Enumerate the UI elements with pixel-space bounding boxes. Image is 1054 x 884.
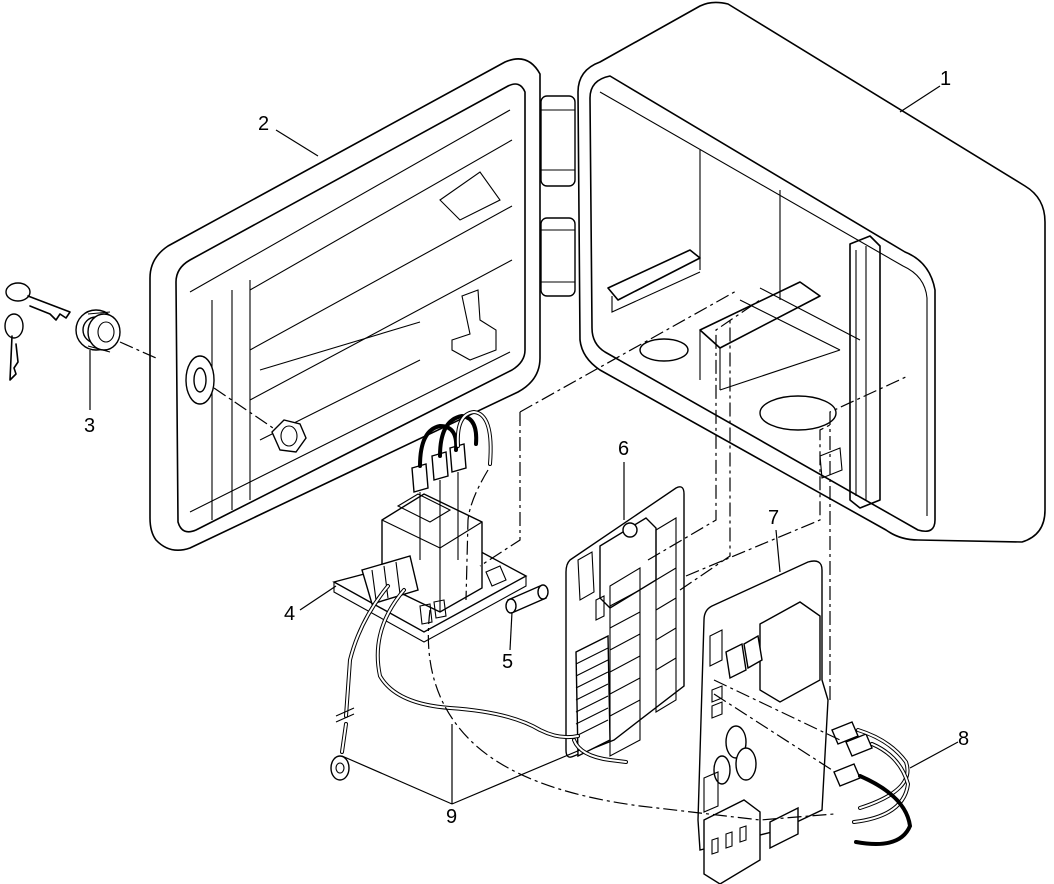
callout-3: 3 bbox=[84, 415, 95, 437]
enclosure-door bbox=[149, 58, 541, 551]
leader-lines bbox=[89, 85, 959, 805]
hinge-upper bbox=[540, 95, 576, 187]
key-lock bbox=[75, 309, 121, 353]
alignment-lines bbox=[427, 289, 909, 821]
callout-8: 8 bbox=[958, 728, 969, 750]
transformer-board bbox=[332, 493, 528, 643]
callout-4: 4 bbox=[284, 603, 295, 625]
ground-wires bbox=[330, 584, 628, 781]
fuse bbox=[505, 584, 549, 614]
callout-1: 1 bbox=[940, 68, 951, 90]
enclosure-body bbox=[577, 1, 1046, 543]
expansion-board bbox=[697, 560, 829, 884]
spade-connectors bbox=[411, 443, 467, 560]
callout-2: 2 bbox=[258, 113, 269, 135]
callout-5: 5 bbox=[502, 651, 513, 673]
wire-harness bbox=[831, 721, 913, 846]
callout-6: 6 bbox=[618, 438, 629, 460]
keys bbox=[4, 282, 71, 381]
control-board bbox=[565, 486, 685, 758]
nut-axis-line bbox=[213, 387, 277, 431]
wire-black-2 bbox=[438, 413, 479, 458]
callout-7: 7 bbox=[768, 507, 779, 529]
callout-9: 9 bbox=[446, 806, 457, 828]
lock-axis-line bbox=[119, 341, 157, 359]
wire-black-1 bbox=[418, 423, 459, 468]
hinge-lower bbox=[540, 217, 576, 297]
